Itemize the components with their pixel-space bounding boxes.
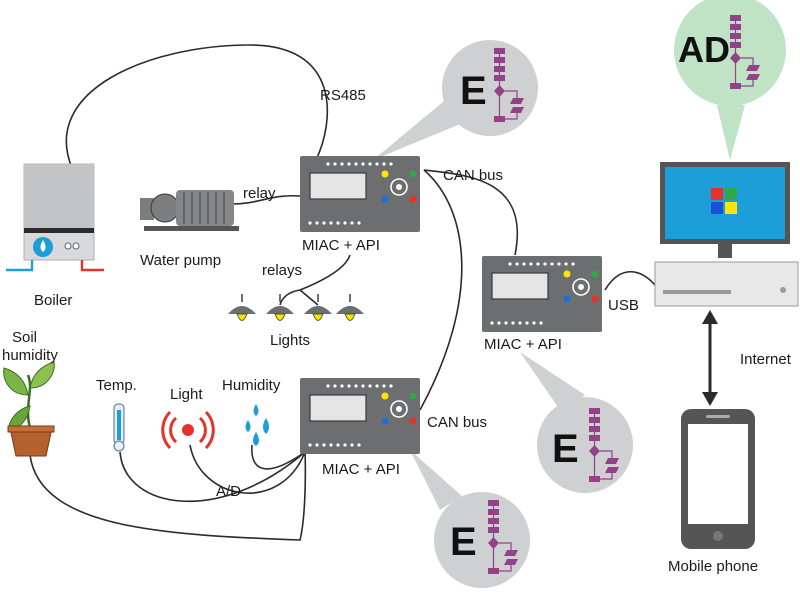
internet-label: Internet xyxy=(740,351,792,368)
miac-middle-label: MIAC + API xyxy=(484,336,562,353)
rs485-label: RS485 xyxy=(320,87,366,104)
ad-conversion-label: A/D xyxy=(216,483,241,500)
soil-label-line1: Soil xyxy=(12,329,37,346)
mobile-phone-label: Mobile phone xyxy=(668,558,758,575)
boiler-label: Boiler xyxy=(34,292,72,309)
humidity-label: Humidity xyxy=(222,377,281,394)
miac-bottom-label: MIAC + API xyxy=(322,461,400,478)
miac-top-label: MIAC + API xyxy=(302,237,380,254)
usb-label: USB xyxy=(608,297,639,314)
svg-text:E: E xyxy=(552,427,579,471)
connection-wires xyxy=(29,44,656,541)
soil-label-line2: humidity xyxy=(2,347,58,364)
light-sensor-icon xyxy=(161,410,215,450)
miac-controller-middle xyxy=(481,255,603,333)
bubble-e-bottom: E xyxy=(410,450,530,588)
desktop-computer xyxy=(654,162,799,307)
lights-label: Lights xyxy=(270,332,310,349)
can-bus-label-top: CAN bus xyxy=(443,167,503,184)
bubble-ad: AD xyxy=(674,0,786,160)
water-pump xyxy=(140,190,239,231)
soil-humidity-plant xyxy=(3,361,55,457)
relay-label: relay xyxy=(243,185,276,202)
mobile-phone xyxy=(681,409,755,549)
can-bus-label-bottom: CAN bus xyxy=(427,414,487,431)
internet-link-arrow xyxy=(702,310,718,406)
humidity-drops-icon xyxy=(245,404,269,446)
boiler xyxy=(6,163,104,272)
temp-label: Temp. xyxy=(96,377,137,394)
svg-text:AD: AD xyxy=(678,29,730,70)
svg-text:E: E xyxy=(460,69,487,113)
water-pump-label: Water pump xyxy=(140,252,221,269)
relays-label: relays xyxy=(262,262,302,279)
miac-controller-bottom xyxy=(299,377,421,455)
svg-text:E: E xyxy=(450,520,477,564)
bubble-e-top: E xyxy=(373,40,538,160)
miac-controller-top xyxy=(299,155,421,233)
windows-logo-icon xyxy=(711,188,737,214)
light-label: Light xyxy=(170,386,203,403)
lights xyxy=(227,293,365,322)
thermometer-icon xyxy=(113,403,125,452)
bubble-e-middle: E xyxy=(520,352,633,493)
